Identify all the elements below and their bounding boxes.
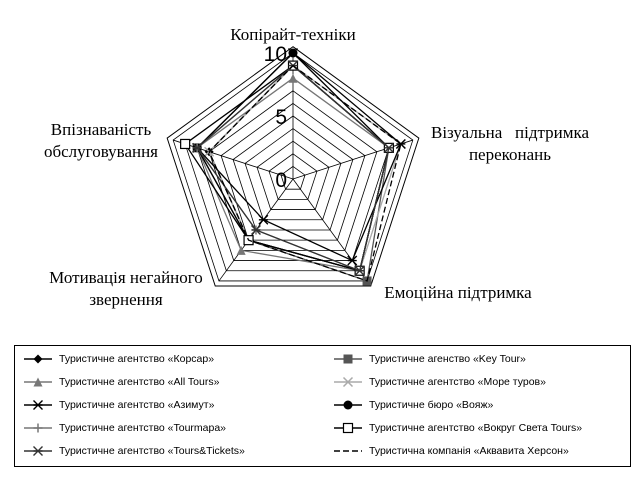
legend-item: Туристичне агентство «Корсар» [23,351,214,367]
axis-label-line: переконань [469,145,551,164]
grid-ring [280,165,306,190]
tick-label: 10 [264,43,287,66]
legend-swatch [334,376,362,388]
legend-label: Туристичне агенство «Key Tour» [369,353,526,365]
axis-label: Впізнаваність обслуговування [44,120,158,161]
axis-label-line: Візуальна підтримка [431,123,589,142]
data-point [192,142,203,153]
data-point [258,214,269,225]
grid-ring [208,90,378,251]
data-point [342,376,354,388]
data-point [236,245,246,255]
series-line [196,64,390,272]
series-10 [208,64,402,282]
data-point [33,377,43,387]
grid-ring [220,102,366,241]
data-point [288,73,298,83]
series-line [196,77,390,272]
data-point [33,423,43,433]
chart-legend: Туристичне агентство «Корсар» Туристичне … [14,345,631,467]
legend-item: Туристичне агенство «Key Tour» [333,351,526,367]
legend-swatch [334,450,362,452]
data-point [395,138,406,149]
legend-label: Туристичне агентство «All Tours» [59,376,220,388]
data-point [342,422,354,434]
grid-ring [268,153,318,200]
series-line [196,52,402,262]
tick-labels: 0 5 10 [264,43,287,192]
axis-label-line: Впізнаваність [51,120,152,139]
grid-ring [232,115,354,231]
tick-label: 5 [275,106,287,129]
legend-label: Туристичне агентство «Корсар» [59,353,215,365]
data-point [33,400,43,410]
legend-swatch [24,423,52,433]
data-point [343,400,353,410]
axis-label-line: Емоційна підтримка [384,283,532,302]
legend-item: Туристичне агентство «Вокруг Света Tours… [333,420,582,436]
legend-swatch [24,377,52,387]
series-line [208,64,402,282]
data-point [383,142,394,153]
axis-label-line: Мотивація негайного [49,268,203,287]
axis-label-line: звернення [89,290,163,309]
series-8 [180,60,394,276]
grid-ring [256,140,330,210]
series-9 [192,60,394,276]
axis-label: Емоційна підтримка [384,283,532,302]
legend-swatch [24,400,52,410]
legend-swatch [24,354,52,364]
data-point [180,138,191,150]
outer-frame [166,46,420,287]
legend-label: Туристичне агентство «Tours&Tickets» [59,445,245,457]
grid-ring [172,52,414,282]
legend-swatch [24,446,52,456]
legend-item: Туристичне агентство «Tours&Tickets» [23,443,245,459]
legend-item: Туристичне агентство «Tourmapa» [23,420,226,436]
data-point [343,354,353,364]
legend-label: Туристичне агентство «Tourmapa» [59,422,227,434]
data-point [354,265,365,276]
axis-label: Візуальна підтримка переконань [431,123,589,164]
data-point [347,255,358,266]
axis-label: Копірайт-техніки [230,25,355,44]
legend-label: Туристичне бюро «Вояж» [369,399,494,411]
legend-item: Туристичне агентство «Море туров» [333,374,546,390]
series-4 [204,60,406,276]
legend-item: Туристична компанія «Аквавита Херсон» [333,443,569,459]
grid-ring [244,128,342,221]
legend-swatch [334,422,362,434]
legend-label: Туристичне агентство «Вокруг Света Tours… [369,422,583,434]
legend-swatch [334,400,362,410]
data-point [33,354,43,364]
data-point [250,224,261,235]
data-point [288,48,298,58]
legend-swatch [334,354,362,364]
series-1 [204,61,394,276]
legend-label: Туристичне агентство «Азимут» [59,399,215,411]
axis-label-line: обслуговування [44,142,158,161]
axis-label: Мотивація негайного звернення [49,268,203,309]
tick-label: 0 [275,169,287,192]
data-point [33,446,43,456]
legend-item: Туристичне агентство «Азимут» [23,397,214,413]
legend-label: Туристичне агентство «Море туров» [369,376,546,388]
legend-item: Туристичне агентство «All Tours» [23,374,219,390]
legend-label: Туристична компанія «Аквавита Херсон» [369,445,569,457]
axis-label-line: Копірайт-техніки [230,25,355,44]
legend-item: Туристичне бюро «Вояж» [333,397,493,413]
